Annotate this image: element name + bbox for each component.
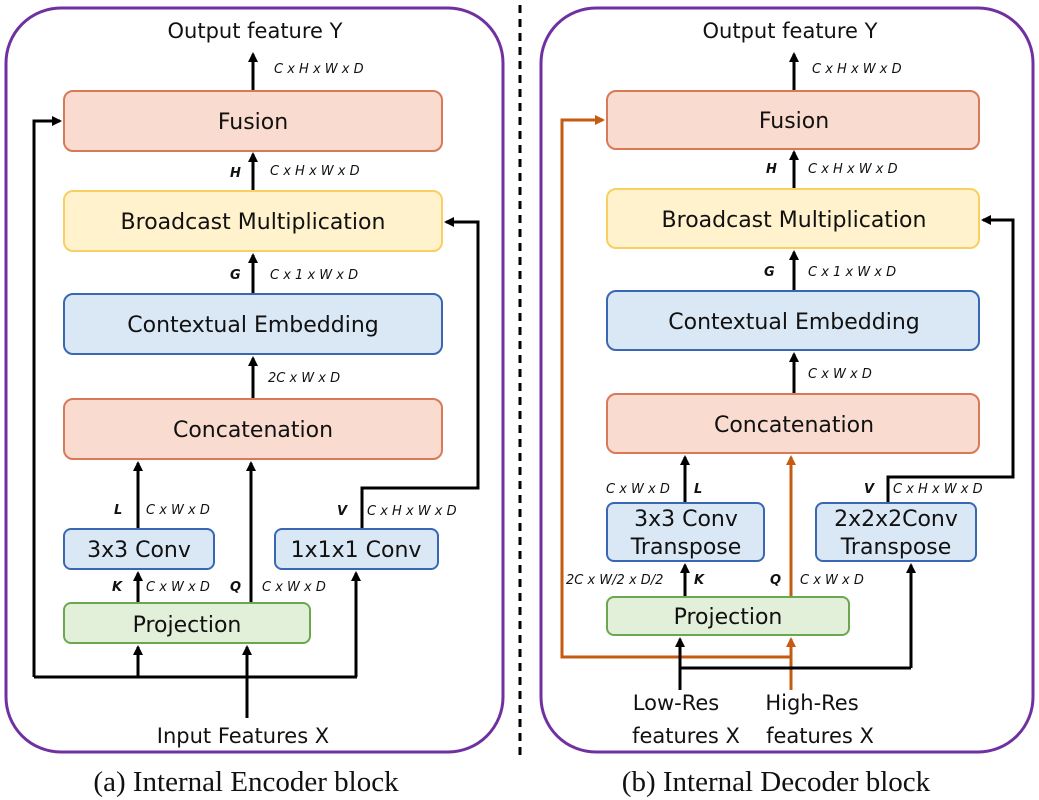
decoder-conv3-line2: Transpose (630, 535, 742, 560)
decoder-h-label: H (766, 162, 777, 177)
decoder-highres-line1: High-Res (765, 691, 858, 715)
encoder-h-label: H (230, 166, 241, 181)
encoder-concat-label: Concatenation (173, 418, 333, 443)
decoder-lowres-line1: Low-Res (633, 691, 719, 715)
encoder-output-label: Output feature Y (168, 19, 343, 43)
decoder-conv2-block (815, 502, 977, 562)
decoder-v-path (886, 215, 1015, 502)
encoder-broadcast-block (63, 190, 443, 252)
decoder-frame (539, 6, 1035, 754)
decoder-v-label: V (864, 482, 875, 497)
decoder-concat-block (606, 393, 980, 454)
decoder-l-label: L (694, 482, 702, 497)
decoder-output-dim: C x H x W x D (812, 62, 902, 77)
decoder-k-label: K (694, 573, 705, 588)
decoder-lowres-line2: features X (632, 724, 740, 748)
decoder-conv2-line2: Transpose (840, 535, 952, 560)
encoder-concat-block (63, 398, 443, 460)
encoder-l-dim: C x W x D (146, 503, 210, 518)
encoder-skip-path (32, 116, 62, 677)
encoder-broadcast-label: Broadcast Multiplication (121, 210, 386, 235)
encoder-projection-block (63, 602, 311, 644)
decoder-panel: Output feature Y C x H x W x D Fusion H … (539, 6, 1035, 754)
encoder-q-dim: C x W x D (262, 580, 326, 595)
decoder-projection-block (606, 596, 850, 636)
decoder-h-dim: C x H x W x D (808, 162, 898, 177)
decoder-fusion-block (606, 90, 980, 150)
decoder-projection-label: Projection (674, 605, 783, 630)
decoder-v-dim: C x H x W x D (893, 482, 983, 497)
decoder-highres-line2: features X (766, 724, 874, 748)
decoder-concat-label: Concatenation (714, 413, 874, 438)
encoder-output-dim: C x H x W x D (274, 62, 364, 77)
decoder-k-dim: 2C x W/2 x D/2 (566, 573, 663, 588)
encoder-panel: Output feature Y C x H x W x D Fusion H … (4, 6, 505, 754)
encoder-conv1-block (274, 528, 439, 570)
decoder-l-dim: C x W x D (606, 482, 670, 497)
encoder-conv1-label: 1x1x1 Conv (291, 538, 422, 563)
encoder-input-label: Input Features X (157, 724, 329, 748)
encoder-v-label: V (337, 504, 348, 519)
encoder-k-dim: C x W x D (146, 580, 210, 595)
decoder-q-label: Q (770, 573, 781, 588)
encoder-q-label: Q (230, 580, 241, 595)
decoder-caption: (b) Internal Decoder block (622, 766, 931, 798)
encoder-fusion-label: Fusion (218, 110, 288, 135)
encoder-conv3-block (63, 528, 215, 570)
decoder-broadcast-label: Broadcast Multiplication (662, 208, 927, 233)
decoder-conv3-block (606, 502, 765, 562)
decoder-q-dim: C x W x D (800, 573, 864, 588)
decoder-broadcast-block (606, 188, 980, 249)
encoder-g-label: G (230, 268, 241, 283)
encoder-v-dim: C x H x W x D (367, 504, 457, 519)
encoder-fusion-block (63, 90, 443, 152)
decoder-g-dim: C x 1 x W x D (808, 265, 896, 280)
encoder-h-dim: C x H x W x D (270, 164, 360, 179)
decoder-g-label: G (764, 265, 775, 280)
encoder-concat-dim: 2C x W x D (268, 371, 340, 386)
decoder-contextual-label: Contextual Embedding (668, 310, 920, 335)
encoder-k-label: K (112, 580, 123, 595)
encoder-v-path (360, 217, 480, 528)
encoder-contextual-label: Contextual Embedding (127, 313, 379, 338)
decoder-fusion-label: Fusion (759, 109, 829, 134)
encoder-g-dim: C x 1 x W x D (270, 268, 358, 283)
decoder-concat-dim: C x W x D (808, 367, 872, 382)
encoder-contextual-block (63, 293, 443, 355)
encoder-projection-label: Projection (133, 613, 242, 638)
decoder-conv2-line1: 2x2x2Conv (834, 507, 958, 532)
encoder-frame (4, 6, 505, 754)
encoder-caption: (a) Internal Encoder block (93, 766, 399, 798)
decoder-output-label: Output feature Y (703, 19, 878, 43)
decoder-conv3-line1: 3x3 Conv (634, 507, 738, 532)
encoder-conv3-label: 3x3 Conv (87, 538, 191, 563)
encoder-l-label: L (114, 503, 122, 518)
decoder-contextual-block (606, 290, 980, 351)
